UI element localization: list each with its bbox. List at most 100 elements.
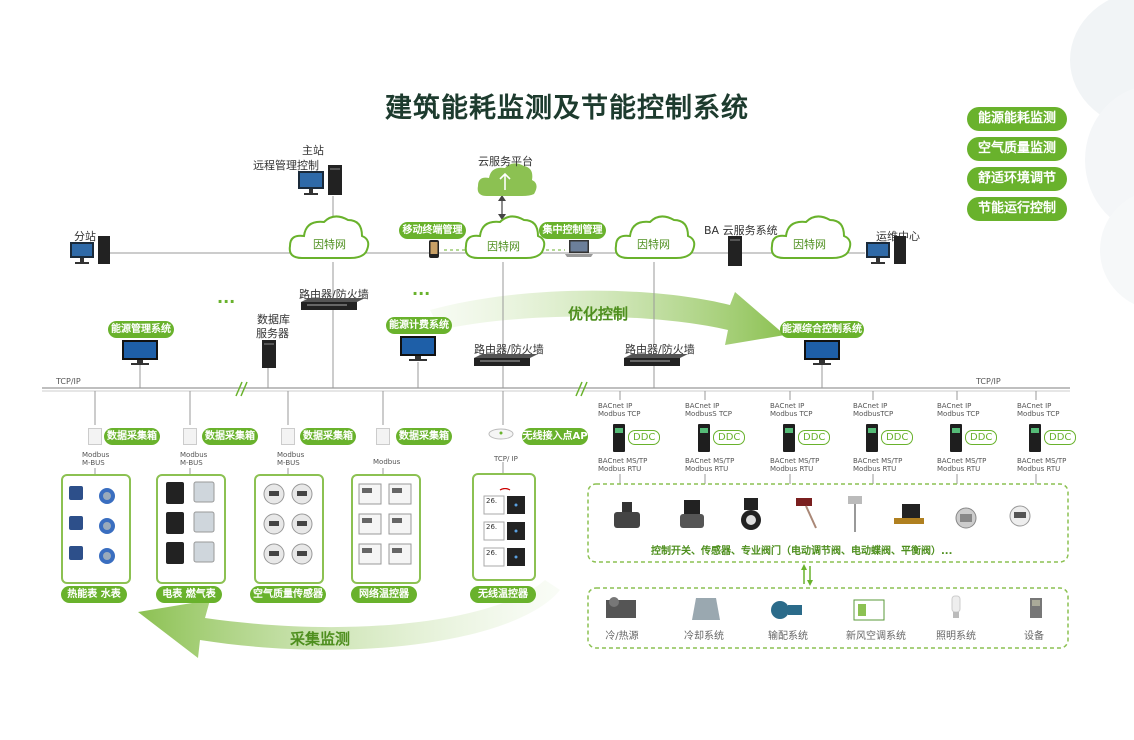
bus-label-right: TCP/IP bbox=[976, 377, 1001, 386]
ddc-label-5: DDC bbox=[965, 430, 998, 445]
ddc-bottom-6: BACnet MS/TP Modbus RTU bbox=[1017, 457, 1066, 473]
internet-label-left: 因特网 bbox=[313, 238, 346, 251]
ddc-bottom-2: BACnet MS/TP Modbus RTU bbox=[685, 457, 734, 473]
system-label-heat-source: 冷/热源 bbox=[605, 631, 639, 642]
ddc-label-2: DDC bbox=[713, 430, 746, 445]
phone-icon bbox=[429, 240, 439, 258]
collector-tag-2: 数据采集箱 bbox=[202, 428, 258, 445]
collect-label: 采集监测 bbox=[290, 630, 351, 648]
ddc-unit-4: BACnet IP ModbusTCP bbox=[853, 402, 893, 418]
cloud-platform bbox=[477, 163, 537, 196]
ddc-proto-top1: BACnet IP bbox=[685, 402, 720, 410]
wireless-ap-icon bbox=[488, 428, 514, 440]
energy-mgmt-tag: 能源管理系统 bbox=[108, 321, 174, 338]
probe-sensor-icon bbox=[848, 496, 862, 532]
ddc-proto-bot1: BACnet MS/TP bbox=[853, 457, 903, 465]
ddc-bottom-4: BACnet MS/TP Modbus RTU bbox=[853, 457, 902, 473]
internet-label-right1: 因特网 bbox=[637, 238, 670, 251]
feature-air-quality: 空气质量监测 bbox=[967, 137, 1067, 161]
optimize-arrow bbox=[430, 290, 785, 345]
feature-saving-control: 节能运行控制 bbox=[967, 197, 1067, 221]
device-label-heat-water: 热能表 水表 bbox=[61, 586, 127, 603]
system-label-cooling: 冷却系统 bbox=[684, 631, 724, 642]
ddc-controller-icon bbox=[866, 424, 878, 452]
ddc-proto-bot1: BACnet MS/TP bbox=[1017, 457, 1067, 465]
collector-box-icon bbox=[281, 428, 295, 445]
ddc-proto-top1: BACnet IP bbox=[853, 402, 888, 410]
ddc-proto-bot1: BACnet MS/TP bbox=[685, 457, 735, 465]
db-server-label1: 数据库 bbox=[257, 313, 290, 326]
cloud-internet-right2 bbox=[770, 215, 852, 259]
cloud-internet-center bbox=[464, 215, 546, 259]
wireless-ap-tag: 无线接入点AP bbox=[522, 428, 588, 445]
collector-proto-2a: Modbus bbox=[180, 451, 208, 459]
router-label-left: 路由器/防火墙 bbox=[299, 288, 369, 301]
ddc-unit-5: BACnet IP Modbus TCP bbox=[937, 402, 980, 418]
energy-billing-monitor-icon bbox=[400, 336, 436, 361]
ddc-proto-top2: ModbusS TCP bbox=[685, 410, 732, 418]
energy-billing-tag: 能源计费系统 bbox=[386, 317, 452, 334]
collector-tag-1: 数据采集箱 bbox=[104, 428, 160, 445]
collector-proto-1a: Modbus bbox=[82, 451, 110, 459]
internet-label-center: 因特网 bbox=[487, 240, 520, 253]
master-station-label: 主站 bbox=[302, 144, 324, 157]
chiller-icon bbox=[606, 597, 636, 618]
systems-icons-row bbox=[606, 595, 1042, 621]
substation-label: 分站 bbox=[74, 230, 96, 243]
ddc-proto-top2: ModbusTCP bbox=[853, 410, 894, 418]
central-control-tag: 集中控制管理 bbox=[539, 222, 606, 239]
collector-proto-2b: M-BUS bbox=[180, 459, 203, 467]
wifi-thermostat-icon bbox=[483, 487, 525, 567]
ba-server-icon bbox=[728, 236, 742, 266]
wireless-thermostat-group bbox=[482, 487, 528, 574]
thermostat-grid-icon bbox=[358, 483, 412, 565]
device-box-electric-gas-meter bbox=[156, 474, 226, 584]
ddc-bottom-3: BACnet MS/TP Modbus RTU bbox=[770, 457, 819, 473]
damper-actuator-icon bbox=[955, 507, 977, 529]
device-box-heat-water-meter bbox=[61, 474, 131, 584]
feature-comfort: 舒适环境调节 bbox=[967, 167, 1067, 191]
device-box-network-thermostat bbox=[351, 474, 421, 584]
ddc-unit-6: BACnet IP Modbus TCP bbox=[1017, 402, 1060, 418]
master-computer-icon bbox=[298, 165, 342, 195]
substation-computer-icon bbox=[70, 236, 110, 264]
internet-label-right2: 因特网 bbox=[793, 238, 826, 251]
mobile-terminal-tag: 移动终端管理 bbox=[399, 222, 466, 239]
ddc-proto-top2: Modbus TCP bbox=[937, 410, 980, 418]
ddc-proto-bot1: BACnet MS/TP bbox=[937, 457, 987, 465]
ddc-proto-bot2: Modbus RTU bbox=[853, 465, 897, 473]
pump-icon bbox=[771, 601, 802, 619]
integrated-control-monitor-icon bbox=[804, 340, 840, 365]
ddc-proto-top2: Modbus TCP bbox=[1017, 410, 1060, 418]
ddc-label-3: DDC bbox=[798, 430, 831, 445]
control-devices-row bbox=[614, 496, 1031, 532]
ellipsis-right: ··· bbox=[412, 284, 431, 303]
system-label-distribution: 输配系统 bbox=[768, 631, 808, 642]
ddc-proto-top1: BACnet IP bbox=[937, 402, 972, 410]
butterfly-valve-icon bbox=[741, 498, 761, 530]
router-firewall-left-icon bbox=[301, 298, 365, 310]
db-server-label2: 服务器 bbox=[256, 327, 289, 340]
page-title: 建筑能耗监测及节能控制系统 bbox=[385, 93, 749, 124]
meter-grid-icon bbox=[69, 486, 115, 564]
cooling-tower-icon bbox=[692, 598, 720, 620]
temp-sensor-icon bbox=[796, 498, 817, 529]
ddc-proto-bot1: BACnet MS/TP bbox=[770, 457, 820, 465]
cloud-internet-right1 bbox=[614, 215, 696, 259]
cloud-internet-left bbox=[288, 215, 370, 259]
ddc-proto-bot2: Modbus RTU bbox=[937, 465, 981, 473]
ddc-proto-bot2: Modbus RTU bbox=[770, 465, 814, 473]
remote-control-label: 远程管理控制 bbox=[253, 159, 319, 172]
ddc-controller-icon bbox=[1029, 424, 1041, 452]
collector-proto-3a: Modbus bbox=[277, 451, 305, 459]
optimize-label: 优化控制 bbox=[568, 305, 629, 323]
ddc-label-4: DDC bbox=[881, 430, 914, 445]
thermostat-temp-3: 26. bbox=[486, 549, 498, 557]
ddc-unit-2: BACnet IP ModbusS TCP bbox=[685, 402, 732, 418]
router-firewall-right-icon bbox=[624, 354, 688, 366]
background-decoration bbox=[1070, 0, 1134, 305]
collector-proto-4a: Modbus bbox=[373, 458, 401, 466]
system-label-lighting: 照明系统 bbox=[936, 631, 976, 642]
ddc-controller-icon bbox=[613, 424, 625, 452]
